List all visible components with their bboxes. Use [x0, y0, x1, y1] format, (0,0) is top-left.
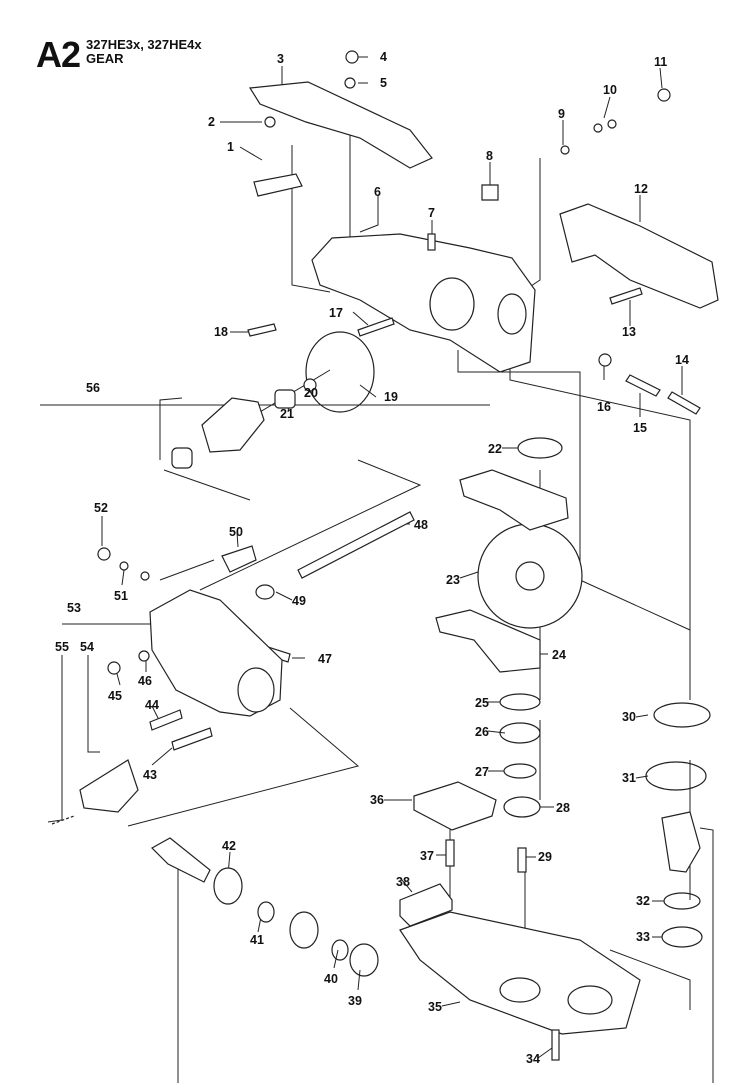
callout-32: 32 [636, 894, 650, 908]
callout-13: 13 [622, 325, 636, 339]
callout-15: 15 [633, 421, 647, 435]
callout-23: 23 [446, 573, 460, 587]
callout-8: 8 [486, 149, 493, 163]
callout-53: 53 [67, 601, 81, 615]
callout-12: 12 [634, 182, 648, 196]
callout-26: 26 [475, 725, 489, 739]
callout-41: 41 [250, 933, 264, 947]
callout-11: 11 [654, 55, 667, 69]
callout-labels: 1 2 3 4 5 6 7 8 9 10 11 12 13 14 15 16 1… [55, 50, 689, 1066]
callout-7: 7 [428, 206, 435, 220]
callout-5: 5 [380, 76, 387, 90]
callout-45: 45 [108, 689, 122, 703]
callout-10: 10 [603, 83, 617, 97]
callout-4: 4 [380, 50, 387, 64]
callout-44: 44 [145, 698, 159, 712]
callout-9: 9 [558, 107, 565, 121]
callout-19: 19 [384, 390, 398, 404]
callout-35: 35 [428, 1000, 442, 1014]
callout-50: 50 [229, 525, 243, 539]
callout-24: 24 [552, 648, 566, 662]
callout-20: 20 [304, 386, 318, 400]
section-code: A2 [36, 34, 81, 75]
leader-lines [40, 56, 714, 1083]
callout-55: 55 [55, 640, 69, 654]
callout-16: 16 [597, 400, 611, 414]
callout-42: 42 [222, 839, 236, 853]
callout-46: 46 [138, 674, 152, 688]
part-drawings [51, 50, 719, 1061]
callout-6: 6 [374, 185, 381, 199]
callout-21: 21 [280, 407, 294, 421]
callout-49: 49 [292, 594, 306, 608]
callout-2: 2 [208, 115, 215, 129]
callout-28: 28 [556, 801, 570, 815]
callout-38: 38 [396, 875, 410, 889]
callout-36: 36 [370, 793, 384, 807]
callout-14: 14 [675, 353, 689, 367]
callout-48: 48 [414, 518, 428, 532]
callout-40: 40 [324, 972, 338, 986]
callout-30: 30 [622, 710, 636, 724]
callout-27: 27 [475, 765, 489, 779]
callout-47: 47 [318, 652, 332, 666]
callout-18: 18 [214, 325, 228, 339]
callout-34: 34 [526, 1052, 540, 1066]
callout-37: 37 [420, 849, 434, 863]
callout-25: 25 [475, 696, 489, 710]
callout-31: 31 [622, 771, 636, 785]
callout-39: 39 [348, 994, 362, 1008]
callout-52: 52 [94, 501, 108, 515]
model-names: 327HE3x, 327HE4x [86, 37, 202, 52]
diagram-title: GEAR [86, 51, 124, 66]
callout-54: 54 [80, 640, 94, 654]
callout-51: 51 [114, 589, 128, 603]
callout-1: 1 [227, 140, 234, 154]
callout-22: 22 [488, 442, 502, 456]
callout-17: 17 [329, 306, 343, 320]
callout-29: 29 [538, 850, 552, 864]
callout-56: 56 [86, 381, 100, 395]
callout-3: 3 [277, 52, 284, 66]
callout-43: 43 [143, 768, 157, 782]
callout-33: 33 [636, 930, 650, 944]
